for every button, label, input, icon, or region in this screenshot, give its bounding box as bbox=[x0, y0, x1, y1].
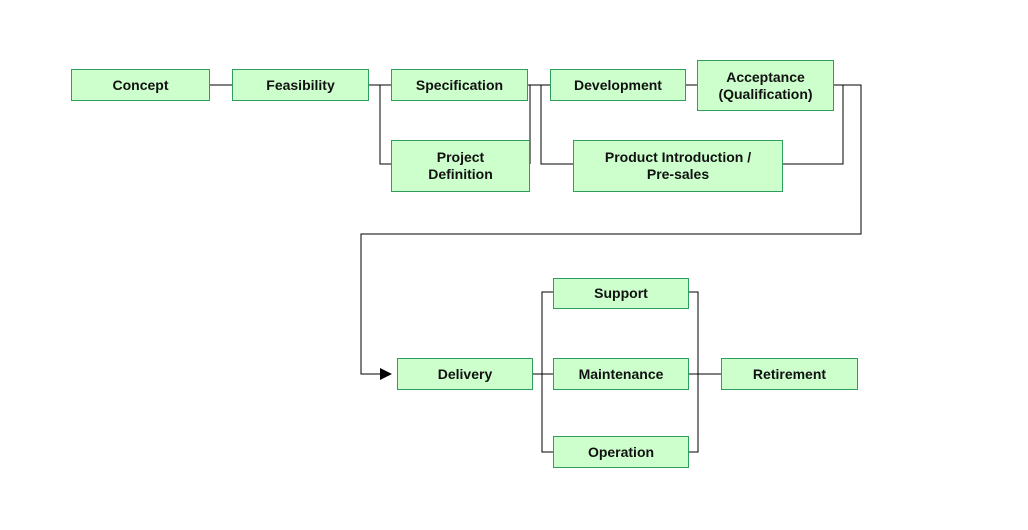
operation-node: Operation bbox=[553, 436, 689, 468]
product-introduction-node: Product Introduction / Pre-sales bbox=[573, 140, 783, 192]
development-node: Development bbox=[550, 69, 686, 101]
delivery-node: Delivery bbox=[397, 358, 533, 390]
retirement-node: Retirement bbox=[721, 358, 858, 390]
maintenance-node: Maintenance bbox=[553, 358, 689, 390]
feasibility-node: Feasibility bbox=[232, 69, 369, 101]
project-definition-node: Project Definition bbox=[391, 140, 530, 192]
concept-node: Concept bbox=[71, 69, 210, 101]
acceptance-node: Acceptance (Qualification) bbox=[697, 60, 834, 111]
specification-node: Specification bbox=[391, 69, 528, 101]
support-node: Support bbox=[553, 278, 689, 309]
